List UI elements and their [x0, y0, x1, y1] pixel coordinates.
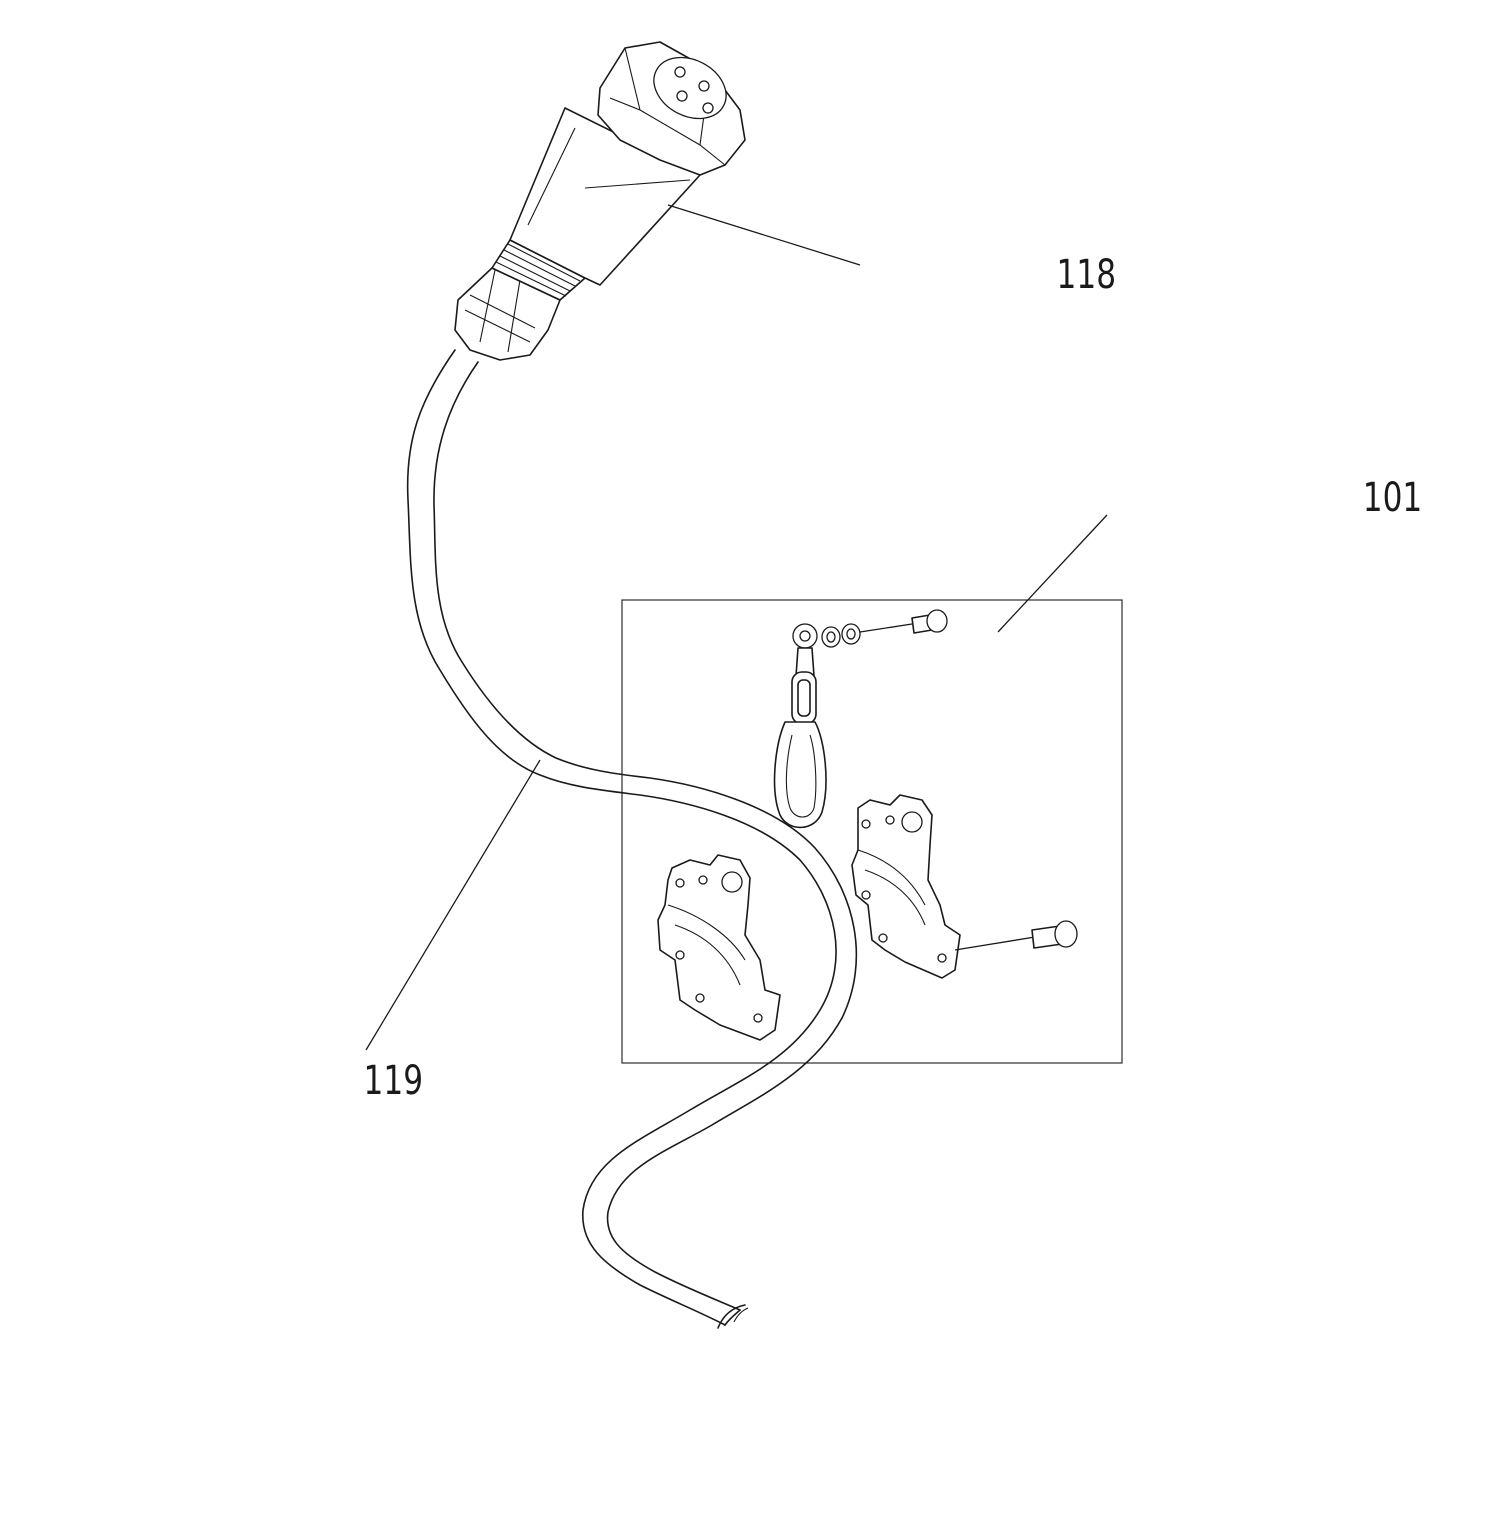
cable-119	[406, 349, 858, 1329]
leader-118	[667, 204, 861, 266]
leader-119	[365, 759, 541, 1051]
callout-101: 101	[1363, 475, 1423, 521]
connector-118	[454, 41, 746, 361]
mounting-kit-101	[621, 599, 1123, 1064]
callout-118: 118	[1057, 252, 1117, 298]
leader-101	[997, 514, 1108, 633]
kit-frame	[621, 599, 1123, 1064]
bracket-left	[657, 854, 781, 1041]
carabiner-chain	[773, 671, 827, 829]
bracket-right	[851, 794, 1078, 979]
ring-terminal-assembly	[792, 609, 948, 677]
callout-119: 119	[364, 1058, 424, 1104]
